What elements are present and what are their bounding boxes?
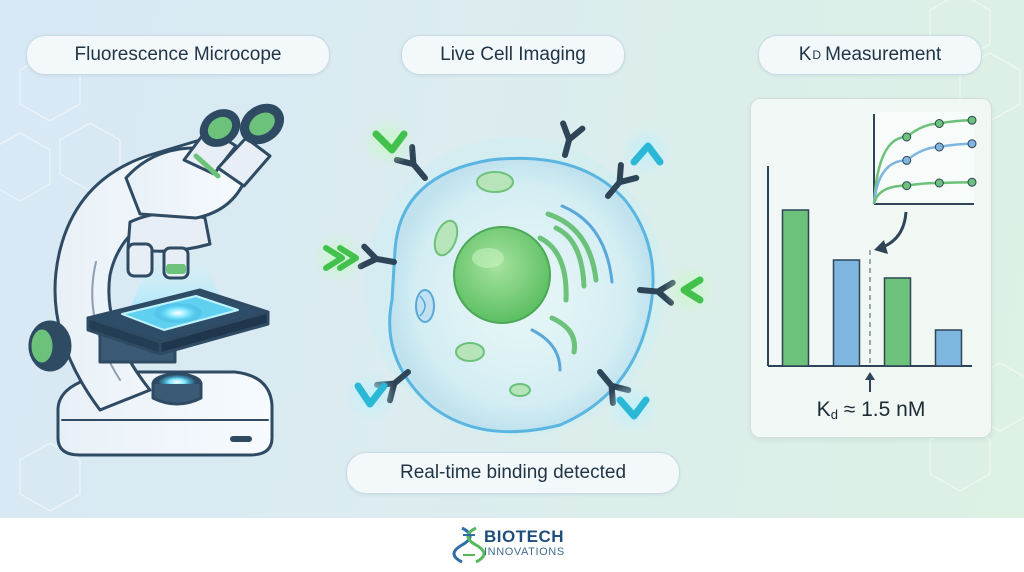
inset-line-3: [872, 180, 973, 205]
inset-point-2-3: [967, 139, 977, 149]
diagram-stage: Kd ≈ 1.5 nM Fluorescence Microcope Live …: [0, 0, 1024, 518]
binding-status-label: Real-time binding detected: [346, 452, 680, 494]
receptor-antibodies: [312, 116, 716, 434]
dna-logo-icon: [452, 526, 486, 564]
kd-curved-arrow-head: [874, 240, 888, 254]
inset-point-2-1: [902, 155, 912, 165]
microscope-illustration: [28, 103, 284, 457]
inset-point-3-1: [902, 181, 912, 191]
microscope-label: Fluorescence Microcope: [26, 35, 330, 75]
logo-text: BIOTECH INNOVATIONS: [484, 528, 565, 558]
imaging-label: Live Cell Imaging: [401, 35, 625, 75]
logo-line2: INNOVATIONS: [484, 546, 565, 558]
inset-line-2: [872, 142, 973, 205]
bar-series: [781, 209, 963, 367]
logo-line1: BIOTECH: [484, 527, 564, 546]
footer: [0, 518, 1024, 572]
inset-point-1-1: [902, 132, 912, 142]
bar-3: [883, 277, 912, 367]
inset-point-1-2: [934, 119, 944, 128]
bar-4: [934, 329, 963, 367]
kd-up-arrow-head: [865, 372, 875, 380]
inset-point-3-3: [967, 177, 977, 187]
cell-illustration: [365, 137, 665, 437]
inset-line-series: [872, 115, 977, 205]
kd-chart-svg: [767, 112, 977, 392]
illustration-canvas: [28, 103, 716, 457]
bar-2: [832, 259, 861, 367]
inset-point-3-2: [934, 178, 944, 188]
inset-line-1: [872, 118, 973, 205]
inset-point-1-3: [967, 115, 977, 125]
kd-value-label: Kd ≈ 1.5 nM: [816, 398, 926, 422]
inset-point-2-2: [934, 142, 944, 152]
bar-1: [781, 209, 810, 367]
